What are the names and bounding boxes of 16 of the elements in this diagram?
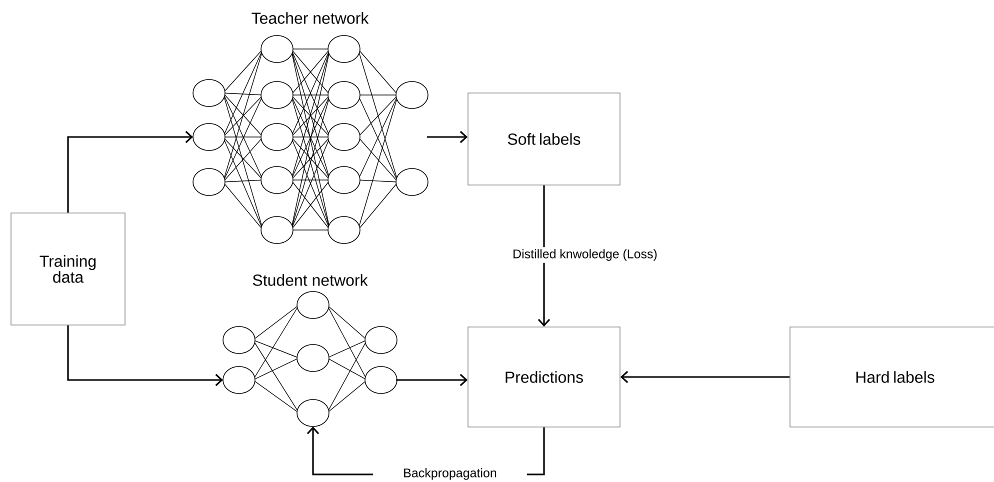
edge-label: Backpropagation — [373, 466, 527, 482]
process-box: Training data — [10, 212, 126, 326]
neural-network-drawing: Student network — [222, 274, 398, 427]
arrow — [67, 325, 224, 386]
process-box: Hard labels — [790, 326, 994, 428]
arrow — [67, 130, 193, 213]
node-label: Student network — [252, 274, 368, 286]
process-box: Predictions — [468, 326, 620, 428]
arrow — [396, 374, 468, 386]
neural-network-drawing: Teacher network — [192, 12, 428, 244]
edge-label: Distilled knwoledge (Loss) — [508, 247, 662, 263]
arrow — [427, 130, 468, 144]
arrow — [538, 185, 550, 327]
process-box: Soft labels — [468, 92, 620, 186]
node-label: Teacher network — [252, 12, 369, 24]
arrow — [620, 370, 790, 384]
